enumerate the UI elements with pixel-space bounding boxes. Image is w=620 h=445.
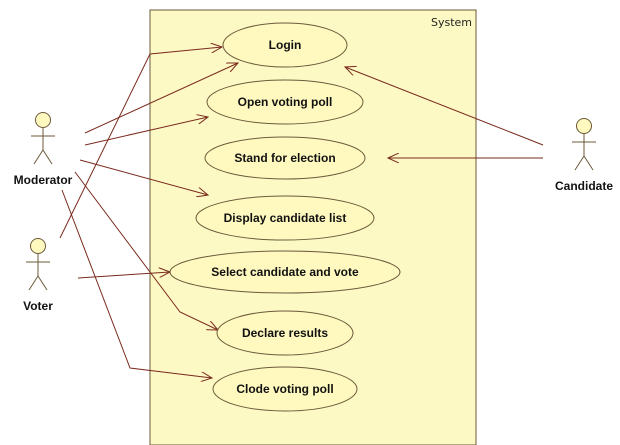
actor-candidate-icon [572,118,596,171]
actor-voter: Voter [23,238,53,313]
use-case-display-candidate-list-label: Display candidate list [224,211,347,225]
use-case-open-voting-poll-label: Open voting poll [238,95,333,109]
assoc-voter-login [59,47,222,239]
use-case-close-voting-poll: Clode voting poll [212,366,358,412]
use-case-login: Login [222,22,348,68]
use-case-open-voting-poll: Open voting poll [206,79,364,125]
actor-candidate-label: Candidate [555,179,613,193]
use-case-close-voting-poll-label: Clode voting poll [236,382,333,396]
associations [59,47,544,378]
actor-moderator-icon [31,112,55,165]
assoc-candidate-login [345,67,544,146]
assoc-moderator-close-poll [61,189,212,378]
use-case-declare-results-label: Declare results [242,326,328,340]
assoc-moderator-open-poll [84,117,208,146]
assoc-voter-select-vote [77,272,170,279]
use-case-declare-results: Declare results [216,310,354,356]
assoc-moderator-declare [74,171,218,330]
use-case-select-candidate-and-vote-label: Select candidate and vote [211,265,359,279]
actor-moderator-label: Moderator [14,173,73,187]
system-label: System [431,16,472,29]
use-case-stand-for-election: Stand for election [204,136,366,180]
assoc-moderator-display-list [79,159,208,195]
use-case-display-candidate-list: Display candidate list [195,195,375,241]
actor-candidate: Candidate [555,118,613,193]
use-case-login-label: Login [269,38,302,52]
actor-voter-icon [26,238,50,291]
actor-voter-label: Voter [23,299,53,313]
assoc-moderator-login [84,63,238,134]
use-case-stand-for-election-label: Stand for election [234,151,335,165]
use-case-select-candidate-and-vote: Select candidate and vote [169,250,401,294]
actor-moderator: Moderator [14,112,73,187]
